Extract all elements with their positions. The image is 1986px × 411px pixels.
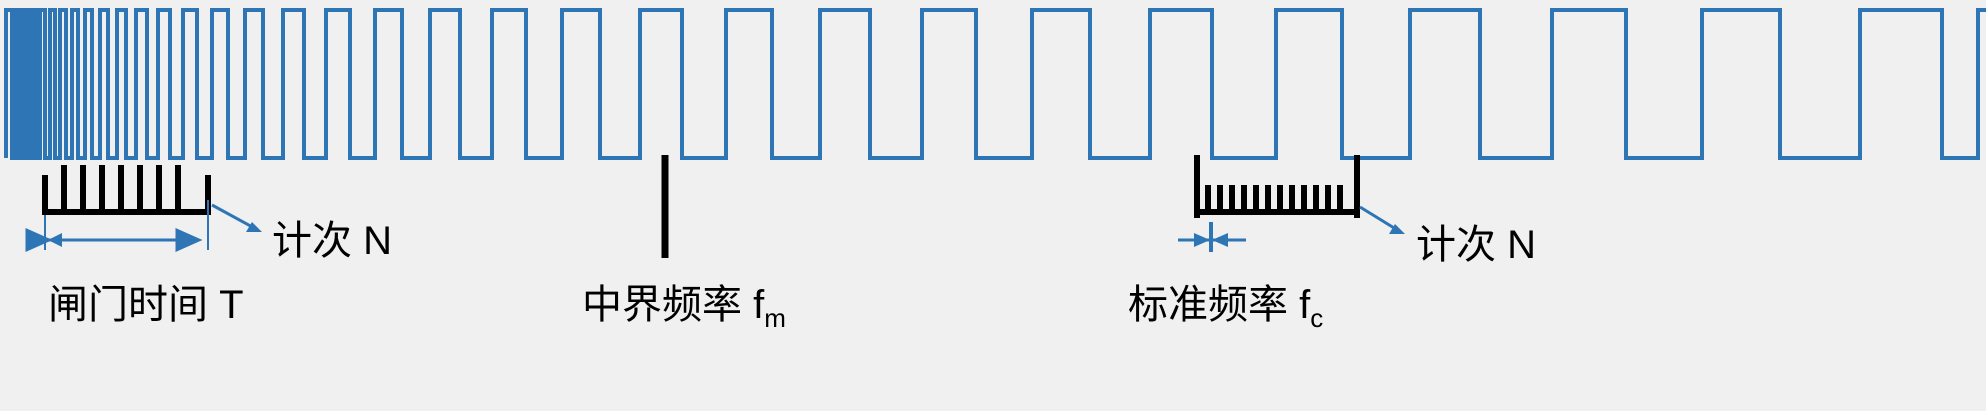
std-frequency-label: 标准频率 fc	[1128, 272, 1323, 334]
left-count-ticks	[42, 165, 211, 215]
left-count-callout-arrow	[211, 203, 262, 232]
mid-frequency-label-subscript: m	[764, 303, 786, 333]
pulse-train	[4, 8, 1986, 160]
mid-frequency-label-text: 中界频率 f	[582, 283, 765, 327]
mid-frequency-label: 中界频率 fm	[582, 272, 786, 334]
gate-time-label: 闸门时间 T	[48, 283, 244, 327]
std-frequency-label-subscript: c	[1310, 303, 1324, 333]
gate-time-dimension-arrow	[25, 200, 209, 252]
right-count-callout-arrow	[1359, 205, 1405, 234]
count-label-left: 计次 N	[272, 219, 392, 263]
std-frequency-label-text: 标准频率 f	[1128, 283, 1311, 327]
count-label-right: 计次 N	[1416, 223, 1536, 267]
right-count-ticks	[1194, 155, 1360, 218]
std-period-dimension-arrow	[1178, 222, 1246, 252]
